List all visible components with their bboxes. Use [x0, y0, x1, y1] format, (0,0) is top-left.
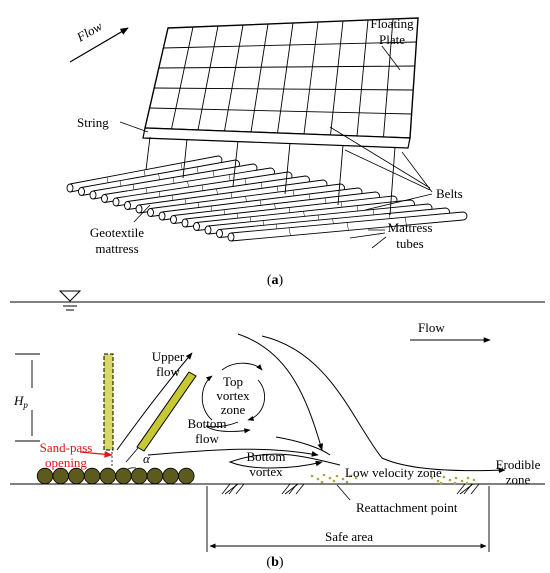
geotextile-label-1: Geotextile — [90, 225, 144, 240]
erodible-label-2: zone — [506, 472, 531, 487]
top-vortex — [201, 362, 266, 434]
mattress-tube — [227, 211, 468, 242]
caption-b: (b) — [266, 555, 283, 570]
bottom-vortex-label-1: Bottom — [246, 449, 285, 464]
tube-section — [99, 467, 117, 485]
reattachment-leader — [336, 484, 351, 501]
sand-pass-label-1: Sand-pass — [40, 440, 93, 455]
inclined-plate — [121, 371, 197, 475]
upper-flow-label-1: Upper — [152, 349, 185, 364]
safe-area-dimension — [206, 486, 490, 552]
low-velocity-label: Low velocity zone — [345, 465, 442, 480]
flow-label-a: Flow — [73, 18, 105, 45]
water-level-symbol — [58, 290, 82, 311]
flow-label-b: Flow — [418, 320, 445, 335]
tube-section — [162, 467, 179, 485]
mattress-tubes-label-1: Mattress — [388, 220, 433, 235]
floating-plate-grid — [149, 18, 417, 138]
erodible-label-1: Erodible — [496, 457, 541, 472]
leader-lines-a — [119, 45, 433, 249]
floating-plate — [142, 17, 419, 149]
top-vortex-label-2: vortex — [216, 388, 250, 403]
upper-flow-label-2: flow — [156, 364, 180, 379]
safe-area-label: Safe area — [325, 529, 373, 544]
belts-label: Belts — [436, 186, 463, 201]
tube-section — [36, 467, 54, 485]
reattachment-label: Reattachment point — [356, 500, 458, 515]
tube-section — [52, 467, 69, 485]
floating-plate-label-1: Floating — [370, 16, 414, 31]
plate-strings — [145, 136, 396, 216]
streamlines — [116, 333, 506, 474]
bottom-vortex-label-2: vortex — [249, 464, 283, 479]
geotextile-mattress — [66, 155, 468, 242]
sediment-particles — [310, 473, 476, 485]
tube-section — [178, 467, 195, 485]
floating-plate-label-2: Plate — [379, 32, 405, 47]
string-label: String — [77, 115, 109, 130]
bottom-flow-label-1: Bottom — [187, 416, 226, 431]
tube-section — [146, 467, 164, 485]
tube-section — [68, 467, 85, 485]
hp-label: Hp — [13, 393, 28, 410]
bottom-flow-label-2: flow — [195, 431, 219, 446]
tube-section — [83, 467, 101, 485]
bed-hatching — [221, 483, 480, 495]
tube-section — [130, 467, 148, 485]
caption-a: (a) — [267, 273, 284, 288]
top-vortex-label-1: Top — [223, 374, 243, 389]
flow-arrow-b: Flow — [410, 320, 491, 343]
flow-arrow-a: Flow — [69, 18, 129, 63]
tube-section — [115, 467, 132, 485]
mattress-tubes-label-2: tubes — [396, 236, 423, 251]
mattress-tubes-section — [36, 467, 195, 485]
sand-pass-label-2: opening — [45, 455, 87, 470]
hp-dimension — [15, 353, 40, 442]
panel-a: Flow — [66, 16, 468, 288]
sand-pass-arrow — [79, 450, 113, 458]
alpha-label: α — [143, 451, 151, 466]
geotextile-label-2: mattress — [95, 241, 138, 256]
vertical-plate — [103, 353, 114, 451]
top-vortex-label-3: zone — [221, 402, 246, 417]
panel-b: Flow Hp α Sand-pass op — [10, 290, 545, 570]
